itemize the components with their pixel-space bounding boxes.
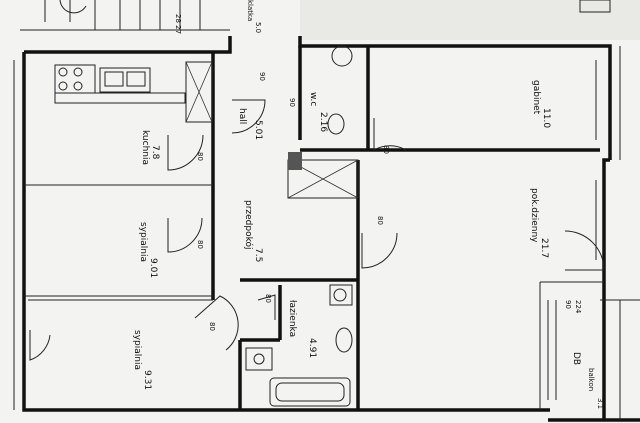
- interior-walls: [24, 46, 604, 410]
- door-label-kitchen: 80: [196, 152, 204, 161]
- door-swings: [29, 99, 605, 361]
- room-name-wc: w.c: [308, 92, 318, 106]
- kitchen-fixtures: [54, 64, 186, 104]
- room-area-balkon: 3.1: [596, 398, 604, 409]
- door-label-hall: 90: [258, 72, 266, 81]
- room-area-lazienka: 4.91: [307, 338, 317, 358]
- door-label-wc: 90: [288, 98, 296, 107]
- room-name-gabinet: gabinet: [531, 80, 541, 115]
- room-area-sypialnia-2: 9.31: [142, 370, 152, 390]
- room-name-hall: hall: [237, 108, 247, 124]
- room-name-klatka: klatka: [246, 0, 254, 21]
- door-width-labels: 80 80 80 80 80 80 90 90: [196, 72, 390, 331]
- room-area-pok-dzienny: 21.7: [539, 238, 549, 258]
- room-area-hall: 5.01: [253, 120, 263, 140]
- outer-walls: [13, 36, 640, 422]
- door-label-bedroom-2: 80: [208, 322, 216, 331]
- db-label: DB: [571, 352, 581, 365]
- top-right-shadow: [300, 0, 640, 40]
- stair-numbers: 28 27: [174, 14, 182, 34]
- ventilation-shafts: [185, 61, 359, 199]
- room-labels: kuchnia 7.8 sypialnia 9.01 sypialnia 9.3…: [132, 0, 604, 409]
- room-name-pok-dzienny: pok.dzienny: [529, 188, 539, 243]
- room-area-sypialnia-1: 9.01: [148, 258, 158, 278]
- room-area-kuchnia: 7.8: [150, 145, 160, 160]
- bathroom-fixtures: [245, 45, 353, 407]
- door-label-living: 80: [376, 216, 384, 225]
- dim-90-label: 90: [564, 300, 572, 309]
- room-area-przedpokoj: 7.5: [253, 248, 263, 262]
- room-name-kuchnia: kuchnia: [140, 130, 150, 165]
- room-name-przedpokoj: przedpokój: [243, 200, 254, 250]
- staircase: [20, 0, 230, 31]
- room-area-gabinet: 11.0: [541, 108, 551, 128]
- room-name-lazienka: łazienka: [287, 300, 297, 337]
- dim-224-label: 224: [574, 300, 582, 314]
- door-label-bedroom-1: 80: [196, 240, 204, 249]
- door-label-bath: 80: [264, 294, 272, 303]
- door-label-office: 80: [382, 145, 390, 154]
- room-name-sypialnia-1: sypialnia: [138, 222, 148, 262]
- room-name-sypialnia-2: sypialnia: [132, 330, 142, 370]
- balcony-annotations: 90 224 DB 28 27: [174, 14, 582, 365]
- room-name-balkon: balkon: [587, 368, 595, 391]
- room-area-klatka: 5.0: [254, 22, 262, 33]
- windows: [547, 0, 640, 420]
- room-area-wc: 2.16: [318, 112, 328, 132]
